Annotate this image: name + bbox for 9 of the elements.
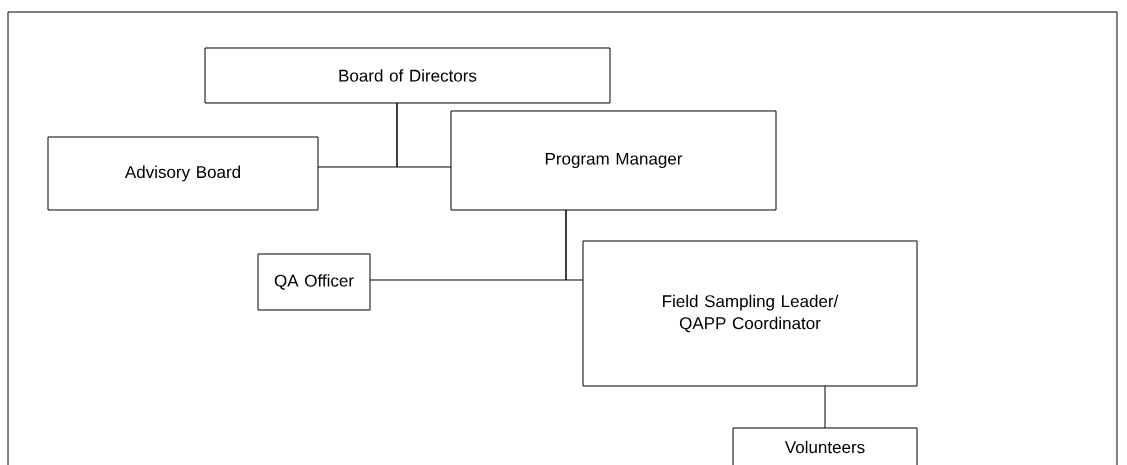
connector-line: [396, 102, 452, 168]
org-box: Advisory Board: [47, 136, 319, 211]
connector-line: [565, 209, 584, 281]
org-box: Program Manager: [450, 110, 777, 211]
connector-line: [824, 385, 826, 429]
org-box: Field Sampling Leader/ QAPP Coordinator: [582, 240, 918, 387]
org-box: Board of Directors: [204, 47, 611, 104]
org-box: Volunteers: [732, 427, 918, 465]
org-box: QA Officer: [257, 253, 371, 311]
